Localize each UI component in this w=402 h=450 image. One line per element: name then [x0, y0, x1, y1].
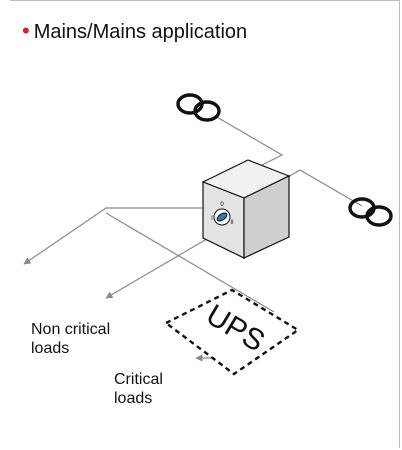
transformer-icon: [176, 93, 221, 122]
svg-text:0: 0: [220, 202, 224, 208]
non-critical-line1: Non critical: [31, 321, 111, 338]
title-bullet: •: [22, 18, 30, 43]
top-source-wire: [214, 115, 284, 169]
figure-title: •Mains/Mains application: [22, 18, 247, 44]
title-text: Mains/Mains application: [33, 21, 248, 43]
svg-text:II: II: [230, 220, 234, 226]
changeover-switch-icon: 0 I II: [201, 159, 291, 259]
non-critical-feeder: [23, 207, 204, 265]
svg-text:I: I: [211, 216, 213, 222]
critical-line1: Critical: [114, 371, 163, 388]
ups-input-wire: [105, 212, 275, 313]
critical-loads-label: Critical loads: [114, 370, 163, 408]
non-critical-line2: loads: [31, 340, 70, 357]
critical-feeder: [105, 235, 213, 299]
figure-frame: [10, 0, 400, 448]
non-critical-loads-label: Non critical loads: [31, 320, 110, 358]
critical-line2: loads: [114, 390, 153, 407]
ups-box: UPS: [163, 288, 301, 376]
transformer-icon: [348, 197, 393, 227]
